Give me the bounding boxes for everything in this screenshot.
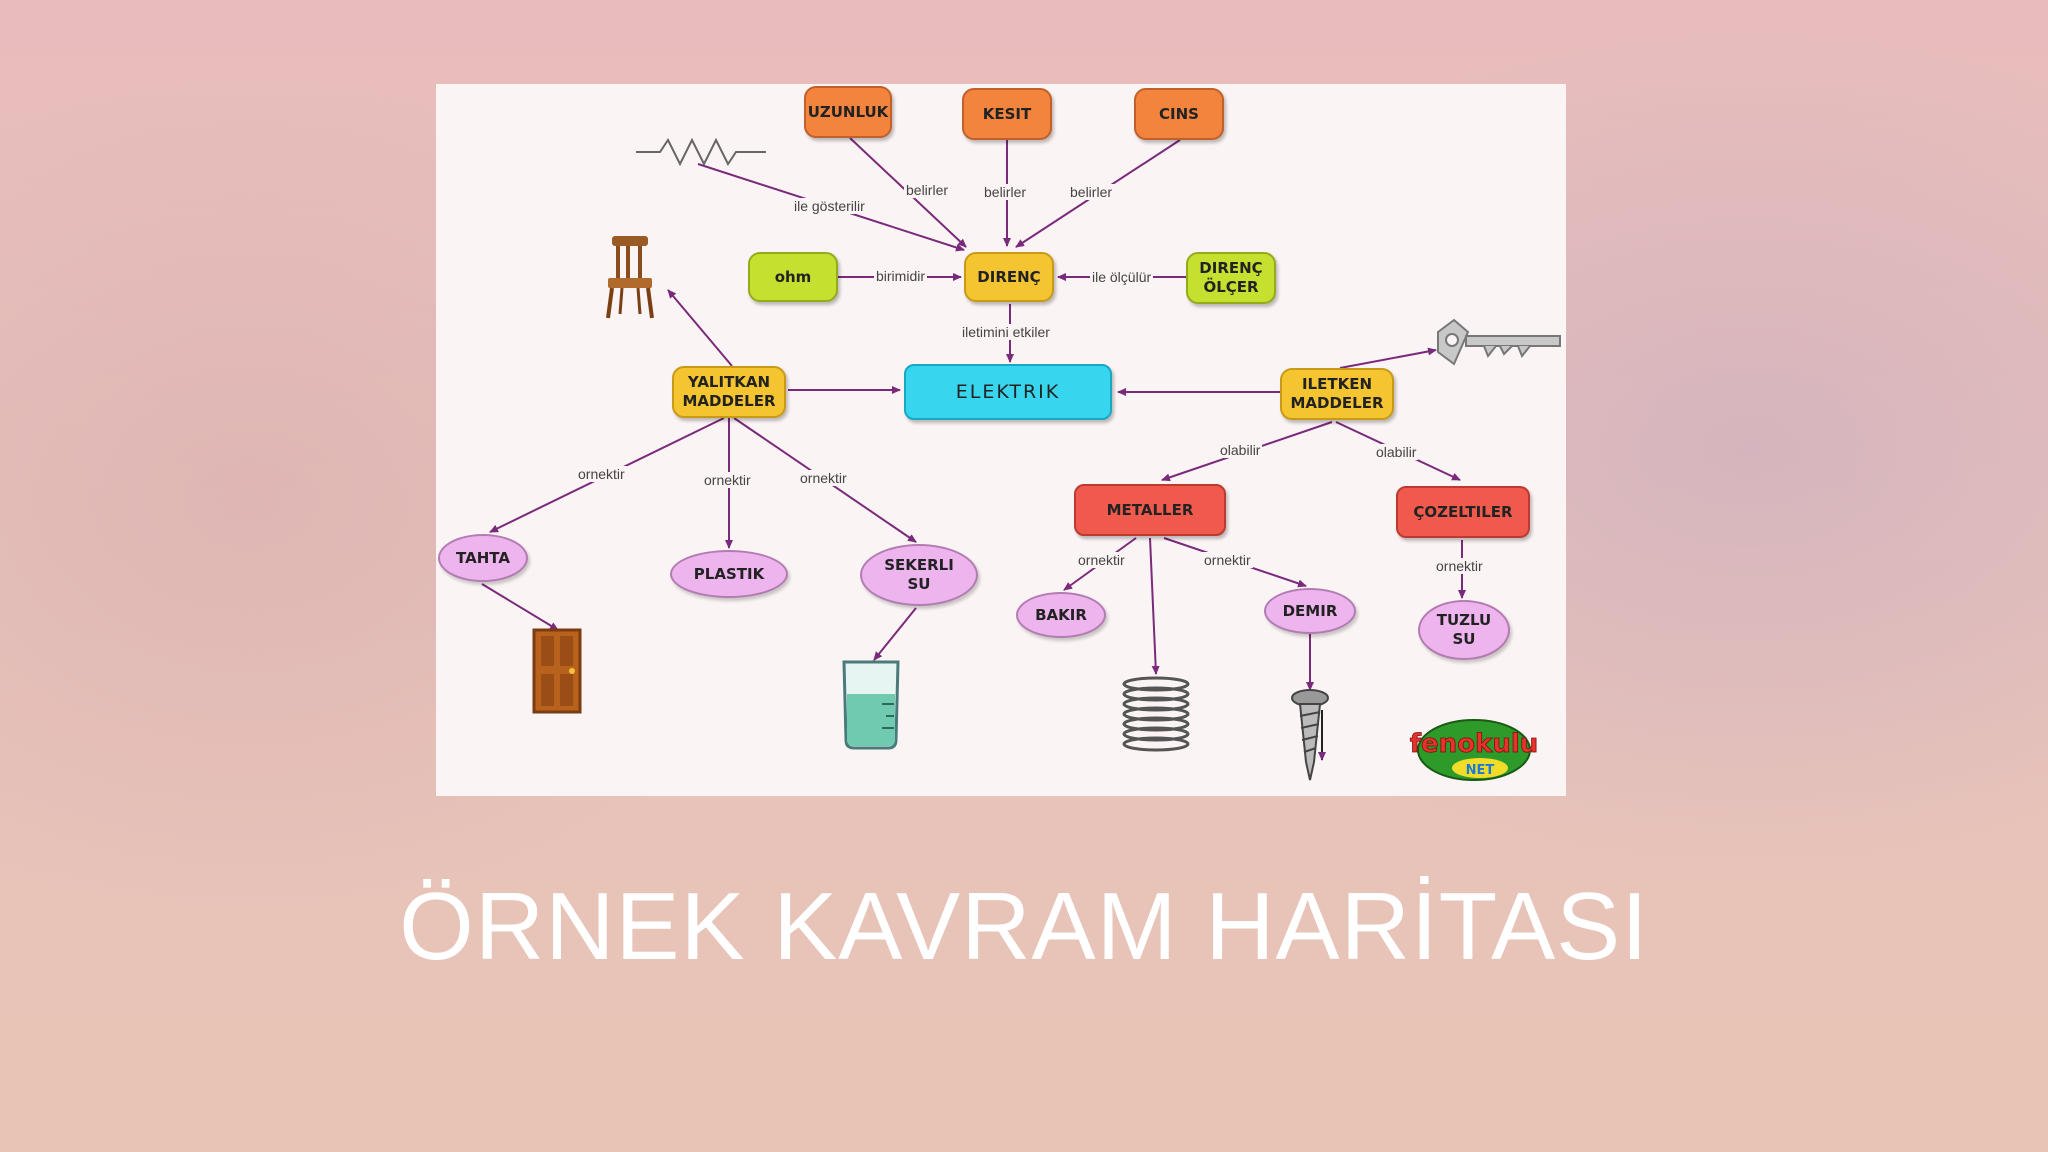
node-yalitkan-maddeler: YALITKAN MADDELER: [672, 366, 786, 418]
label-ile-gosterilir: ile gösterilir: [792, 198, 867, 214]
node-sekerli-su: SEKERLI SU: [860, 544, 978, 606]
label-ile-olculur: ile ölçülür: [1090, 269, 1154, 285]
node-elektrik: ELEKTRIK: [904, 364, 1112, 420]
logo-line1: fenokulu: [1410, 729, 1539, 759]
label-olabilir-1: olabilir: [1218, 442, 1263, 458]
nail-icon: [1291, 689, 1329, 781]
label-ornektir-6: ornektir: [1434, 558, 1485, 574]
node-kesit: KESIT: [962, 88, 1052, 140]
concept-map: fenokulu NET ile gösterilir belirler bel…: [436, 84, 1566, 796]
label-ornektir-3: ornektir: [798, 470, 849, 486]
edge-yalitkan-chair: [667, 289, 733, 367]
door-icon: [532, 628, 582, 714]
node-bakir: BAKIR: [1016, 592, 1106, 638]
node-uzunluk: UZUNLUK: [804, 86, 892, 138]
edge-metaller-coil: [1149, 537, 1160, 675]
node-tuzlu-su: TUZLU SU: [1418, 600, 1510, 660]
slide-title: ÖRNEK KAVRAM HARİTASI: [399, 873, 1649, 980]
node-cozeltiler: ÇOZELTILER: [1396, 486, 1530, 538]
coil-icon: [1122, 676, 1190, 752]
node-direnc: DIRENÇ: [964, 252, 1054, 302]
node-direnc-olcer: DIRENÇ ÖLÇER: [1186, 252, 1276, 304]
node-metaller: METALLER: [1074, 484, 1226, 536]
node-cins: CINS: [1134, 88, 1224, 140]
node-iletken-maddeler: ILETKEN MADDELER: [1280, 368, 1394, 420]
label-belirler-1: belirler: [904, 182, 951, 198]
label-belirler-3: belirler: [1068, 184, 1115, 200]
node-ohm: ohm: [748, 252, 838, 302]
label-ornektir-1: ornektir: [576, 466, 627, 482]
label-olabilir-2: olabilir: [1374, 444, 1419, 460]
logo-icon: fenokulu NET: [1409, 719, 1539, 781]
beaker-icon: [842, 660, 900, 750]
logo-line2: NET: [1466, 763, 1495, 778]
label-iletimini-etkiler: iletimini etkiler: [960, 324, 1052, 340]
node-tahta: TAHTA: [438, 534, 528, 582]
chair-icon: [606, 236, 654, 319]
key-icon: [1437, 318, 1561, 366]
label-birimidir: birimidir: [874, 268, 927, 284]
edge-tahta-door: [481, 583, 559, 631]
node-demir: DEMIR: [1264, 588, 1356, 634]
label-ornektir-4: ornektir: [1076, 552, 1127, 568]
resistor-icon: [636, 137, 766, 167]
edge-sekerli-beaker: [873, 607, 917, 661]
label-ornektir-5: ornektir: [1202, 552, 1253, 568]
label-ornektir-2: ornektir: [702, 472, 753, 488]
edge-iletken-key: [1339, 347, 1437, 369]
node-plastik: PLASTIK: [670, 550, 788, 598]
label-belirler-2: belirler: [982, 184, 1029, 200]
